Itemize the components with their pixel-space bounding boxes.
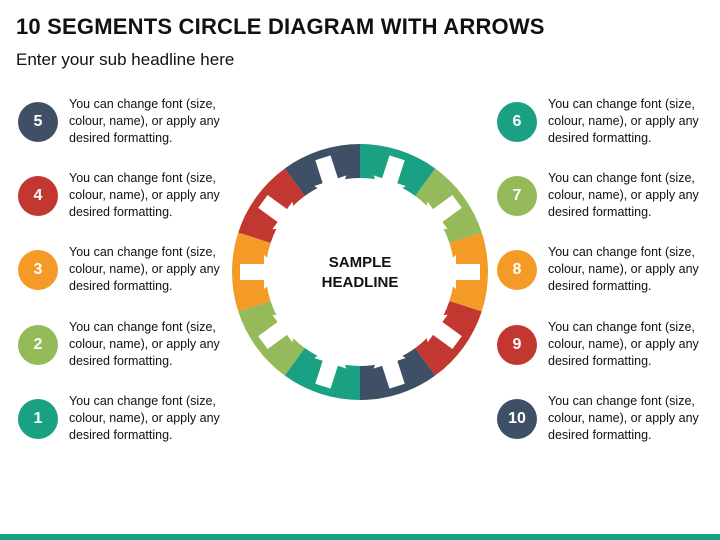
page-subtitle: Enter your sub headline here	[16, 50, 235, 69]
list-item-2: 2 You can change font (size, colour, nam…	[18, 320, 238, 381]
item-text-10: You can change font (size, colour, name)…	[548, 394, 699, 442]
center-headline-line2: HEADLINE	[322, 274, 399, 291]
arrow-5	[314, 155, 347, 200]
arrows-layer	[240, 155, 480, 389]
step-badge-5: 5	[18, 102, 58, 142]
step-badge-2: 2	[18, 325, 58, 365]
page-title: 10 SEGMENTS CIRCLE DIAGRAM WITH ARROWS	[16, 14, 545, 39]
step-badge-6: 6	[497, 102, 537, 142]
arrow-7	[421, 195, 462, 230]
item-text-7: You can change font (size, colour, name)…	[548, 171, 699, 219]
list-item-7: 7 You can change font (size, colour, nam…	[497, 171, 717, 232]
step-badge-8: 8	[497, 250, 537, 290]
list-item-6: 6 You can change font (size, colour, nam…	[497, 97, 717, 158]
item-text-4: You can change font (size, colour, name)…	[69, 171, 220, 219]
arrow-1	[314, 344, 347, 389]
list-item-8: 8 You can change font (size, colour, nam…	[497, 245, 717, 306]
center-headline-line1: SAMPLE	[329, 254, 392, 271]
arrow-8	[436, 255, 480, 289]
list-item-9: 9 You can change font (size, colour, nam…	[497, 320, 717, 381]
list-item-10: 10 You can change font (size, colour, na…	[497, 394, 717, 455]
arrow-9	[421, 314, 462, 349]
step-badge-7: 7	[497, 176, 537, 216]
center-circle	[308, 220, 412, 324]
arrow-6	[373, 155, 406, 200]
arrow-4	[258, 195, 299, 230]
arrow-2	[258, 314, 299, 349]
arrow-10	[373, 344, 406, 389]
segment-circle-diagram: SAMPLE HEADLINE	[232, 144, 488, 400]
step-badge-9: 9	[497, 325, 537, 365]
item-text-1: You can change font (size, colour, name)…	[69, 394, 220, 442]
item-text-3: You can change font (size, colour, name)…	[69, 245, 220, 293]
step-badge-4: 4	[18, 176, 58, 216]
step-badge-3: 3	[18, 250, 58, 290]
arrow-3	[240, 255, 284, 289]
item-text-9: You can change font (size, colour, name)…	[548, 320, 699, 368]
step-badge-10: 10	[497, 399, 537, 439]
list-item-4: 4 You can change font (size, colour, nam…	[18, 171, 238, 232]
list-item-1: 1 You can change font (size, colour, nam…	[18, 394, 238, 455]
item-text-2: You can change font (size, colour, name)…	[69, 320, 220, 368]
step-badge-1: 1	[18, 399, 58, 439]
item-text-8: You can change font (size, colour, name)…	[548, 245, 699, 293]
footer-bar	[0, 534, 720, 540]
item-text-5: You can change font (size, colour, name)…	[69, 97, 220, 145]
list-item-5: 5 You can change font (size, colour, nam…	[18, 97, 238, 158]
item-text-6: You can change font (size, colour, name)…	[548, 97, 699, 145]
list-item-3: 3 You can change font (size, colour, nam…	[18, 245, 238, 306]
